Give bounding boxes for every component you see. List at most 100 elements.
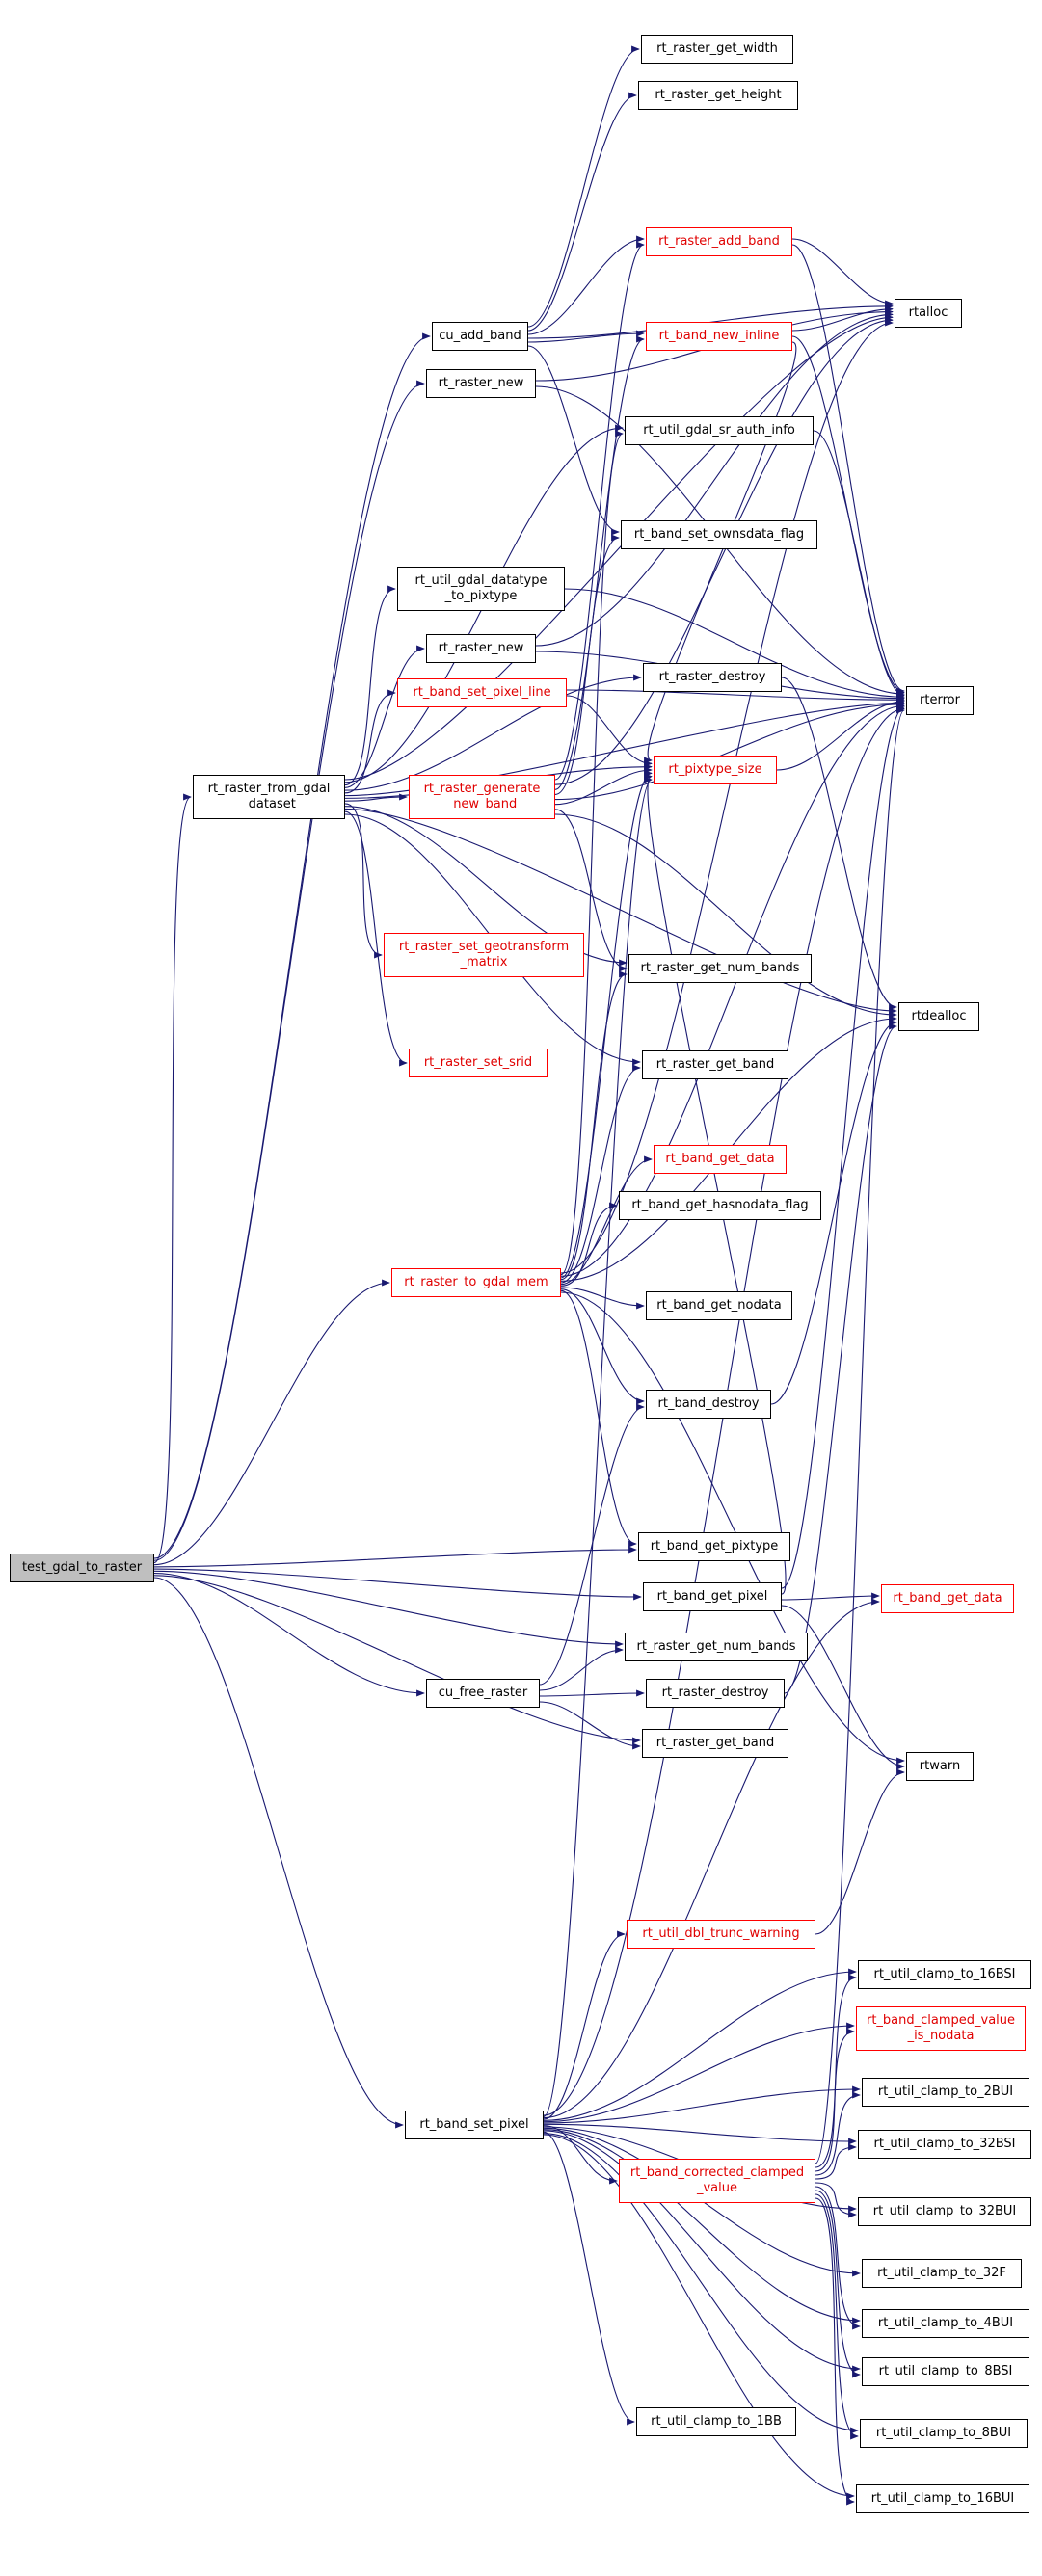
edge-rt_band_get_pixel-rt_pixtype_size bbox=[643, 773, 787, 1595]
edge-rt_raster_generate_new_band-rtalloc bbox=[554, 316, 894, 785]
node-rt_util_clamp_to_32BUI[interactable]: rt_util_clamp_to_32BUI bbox=[858, 2197, 1031, 2226]
edge-rt_band_set_pixel-rt_util_clamp_to_1BB bbox=[543, 2131, 635, 2426]
edge-rt_band_set_pixel-rt_util_clamp_to_2BUI bbox=[543, 2085, 861, 2124]
edge-rt_raster_generate_new_band-rt_pixtype_size bbox=[554, 766, 653, 806]
edge-rt_raster_generate_new_band-rtdealloc bbox=[554, 813, 897, 1019]
node-rt_band_get_pixel[interactable]: rt_band_get_pixel bbox=[643, 1582, 782, 1611]
edge-rt_raster_to_gdal_mem-rterror bbox=[560, 702, 905, 1277]
node-rt_raster_new_2[interactable]: rt_raster_new bbox=[426, 634, 536, 663]
node-rt_util_clamp_to_16BUI[interactable]: rt_util_clamp_to_16BUI bbox=[856, 2484, 1029, 2513]
edge-rt_band_corrected_clamped_value-rt_util_clamp_to_2BUI bbox=[815, 2091, 861, 2176]
node-rt_util_clamp_to_32F[interactable]: rt_util_clamp_to_32F bbox=[862, 2259, 1022, 2288]
edge-test_gdal_to_raster-rt_raster_from_gdal_dataset bbox=[153, 793, 192, 1563]
node-rt_band_get_pixtype[interactable]: rt_band_get_pixtype bbox=[638, 1532, 790, 1561]
edge-rt_band_set_pixel-rt_util_dbl_trunc_warning bbox=[543, 1930, 626, 2120]
edge-rt_band_set_pixel-rt_pixtype_size bbox=[543, 776, 653, 2117]
node-rt_raster_from_gdal_dataset[interactable]: rt_raster_from_gdal _dataset bbox=[193, 775, 345, 819]
node-rt_raster_get_band_1[interactable]: rt_raster_get_band bbox=[642, 1050, 788, 1079]
edge-rt_raster_to_gdal_mem-rtalloc bbox=[560, 319, 894, 1274]
node-cu_add_band[interactable]: cu_add_band bbox=[432, 322, 528, 351]
node-rt_band_get_data_mid[interactable]: rt_band_get_data bbox=[654, 1145, 787, 1174]
node-rt_util_dbl_trunc_warning[interactable]: rt_util_dbl_trunc_warning bbox=[627, 1920, 815, 1949]
edge-rt_raster_to_gdal_mem-rt_raster_get_band_1 bbox=[560, 1064, 641, 1284]
node-rt_raster_get_num_bands_2[interactable]: rt_raster_get_num_bands bbox=[625, 1633, 808, 1661]
edge-cu_add_band-rt_raster_add_band bbox=[527, 235, 645, 335]
node-rtwarn[interactable]: rtwarn bbox=[906, 1752, 974, 1781]
node-cu_free_raster[interactable]: cu_free_raster bbox=[426, 1679, 540, 1708]
node-rt_util_clamp_to_16BSI[interactable]: rt_util_clamp_to_16BSI bbox=[858, 1960, 1031, 1989]
edge-rt_band_set_pixel-rt_util_clamp_to_16BUI bbox=[543, 2134, 855, 2500]
edge-test_gdal_to_raster-rt_raster_get_band_2 bbox=[153, 1575, 641, 1744]
edge-rt_raster_to_gdal_mem-rt_band_destroy bbox=[560, 1288, 645, 1405]
node-rt_util_clamp_to_32BSI[interactable]: rt_util_clamp_to_32BSI bbox=[858, 2130, 1031, 2159]
edge-rt_raster_generate_new_band-rt_band_new_inline bbox=[554, 335, 645, 790]
node-rt_raster_get_width[interactable]: rt_raster_get_width bbox=[641, 35, 793, 64]
edge-rt_band_set_pixel-rt_util_clamp_to_8BUI bbox=[543, 2133, 859, 2434]
edge-rt_util_gdal_datatype_to_pixtype-rterror bbox=[564, 588, 905, 701]
edge-rt_util_gdal_sr_auth_info-rterror bbox=[813, 430, 905, 700]
edge-rt_pixtype_size-rterror bbox=[776, 698, 905, 771]
node-rt_band_set_ownsdata_flag[interactable]: rt_band_set_ownsdata_flag bbox=[621, 520, 817, 549]
node-rt_band_new_inline[interactable]: rt_band_new_inline bbox=[646, 322, 792, 351]
node-rt_band_get_hasnodata_flag[interactable]: rt_band_get_hasnodata_flag bbox=[619, 1191, 821, 1220]
node-rt_band_set_pixel_line[interactable]: rt_band_set_pixel_line bbox=[397, 678, 567, 707]
edge-cu_free_raster-rt_raster_get_band_2 bbox=[539, 1701, 641, 1750]
node-rt_raster_generate_new_band[interactable]: rt_raster_generate _new_band bbox=[409, 775, 555, 819]
edge-rt_raster_from_gdal_dataset-rtdealloc bbox=[344, 808, 897, 1015]
node-rt_band_get_nodata[interactable]: rt_band_get_nodata bbox=[646, 1291, 792, 1320]
edge-rt_raster_destroy_1-rtdealloc bbox=[781, 677, 897, 1011]
edge-rt_band_corrected_clamped_value-rt_util_clamp_to_16BSI bbox=[815, 1974, 857, 2168]
node-rt_util_clamp_to_4BUI[interactable]: rt_util_clamp_to_4BUI bbox=[862, 2309, 1029, 2338]
node-rtdealloc[interactable]: rtdealloc bbox=[898, 1002, 979, 1031]
node-rt_raster_to_gdal_mem[interactable]: rt_raster_to_gdal_mem bbox=[391, 1268, 561, 1297]
node-rt_util_clamp_to_8BUI[interactable]: rt_util_clamp_to_8BUI bbox=[860, 2419, 1028, 2448]
edge-cu_add_band-rt_raster_get_height bbox=[527, 92, 637, 332]
edge-rt_band_set_pixel-rt_band_get_data_right bbox=[543, 1598, 880, 2119]
edge-rt_raster_generate_new_band-rt_band_set_ownsdata_flag bbox=[554, 534, 620, 795]
node-rt_util_clamp_to_8BSI[interactable]: rt_util_clamp_to_8BSI bbox=[862, 2357, 1029, 2386]
node-rterror[interactable]: rterror bbox=[906, 686, 974, 715]
edge-rt_raster_to_gdal_mem-rt_band_get_hasnodata_flag bbox=[560, 1202, 618, 1287]
node-rt_raster_get_num_bands_1[interactable]: rt_raster_get_num_bands bbox=[628, 954, 812, 983]
node-rt_util_gdal_datatype_to_pixtype[interactable]: rt_util_gdal_datatype _to_pixtype bbox=[397, 567, 565, 611]
edge-rt_raster_from_gdal_dataset-rt_raster_new_2 bbox=[344, 645, 425, 788]
node-rt_raster_get_band_2[interactable]: rt_raster_get_band bbox=[642, 1729, 788, 1758]
edge-rt_raster_from_gdal_dataset-rt_raster_set_srid bbox=[344, 810, 408, 1067]
edge-test_gdal_to_raster-rt_raster_to_gdal_mem bbox=[153, 1279, 390, 1566]
edge-test_gdal_to_raster-cu_free_raster bbox=[153, 1573, 425, 1697]
node-rt_raster_destroy_2[interactable]: rt_raster_destroy bbox=[646, 1679, 785, 1708]
node-rt_band_corrected_clamped_value[interactable]: rt_band_corrected_clamped _value bbox=[619, 2159, 815, 2203]
edge-rt_band_corrected_clamped_value-rt_util_clamp_to_8BUI bbox=[815, 2193, 859, 2440]
node-rt_band_clamped_value_is_nodata[interactable]: rt_band_clamped_value _is_nodata bbox=[856, 2006, 1026, 2051]
edge-rt_band_corrected_clamped_value-rt_util_clamp_to_16BUI bbox=[815, 2197, 855, 2506]
node-rt_util_gdal_sr_auth_info[interactable]: rt_util_gdal_sr_auth_info bbox=[625, 416, 814, 445]
node-rt_raster_set_srid[interactable]: rt_raster_set_srid bbox=[409, 1049, 548, 1077]
edge-rt_band_set_pixel_line-rterror bbox=[566, 689, 905, 704]
edge-rt_band_set_pixel-rt_band_corrected_clamped_value bbox=[543, 2125, 618, 2185]
node-rt_band_set_pixel[interactable]: rt_band_set_pixel bbox=[405, 2111, 544, 2139]
edge-rt_band_corrected_clamped_value-rt_util_clamp_to_8BSI bbox=[815, 2190, 861, 2378]
edge-rt_raster_to_gdal_mem-rt_band_get_pixtype bbox=[560, 1289, 637, 1548]
edge-rt_band_set_pixel-rt_util_clamp_to_32BSI bbox=[543, 2123, 857, 2145]
node-rt_raster_get_height[interactable]: rt_raster_get_height bbox=[638, 81, 798, 110]
node-rtalloc[interactable]: rtalloc bbox=[895, 299, 962, 328]
node-test_gdal_to_raster: test_gdal_to_raster bbox=[10, 1554, 154, 1582]
node-rt_raster_add_band[interactable]: rt_raster_add_band bbox=[646, 227, 792, 256]
node-rt_raster_new_1[interactable]: rt_raster_new bbox=[426, 369, 536, 398]
node-rt_util_clamp_to_2BUI[interactable]: rt_util_clamp_to_2BUI bbox=[862, 2078, 1029, 2107]
node-rt_raster_set_geotransform_matrix[interactable]: rt_raster_set_geotransform _matrix bbox=[384, 933, 584, 977]
edge-rt_raster_to_gdal_mem-rt_raster_get_num_bands_1 bbox=[560, 970, 628, 1281]
node-rt_band_destroy[interactable]: rt_band_destroy bbox=[646, 1390, 771, 1419]
node-rt_raster_destroy_1[interactable]: rt_raster_destroy bbox=[643, 663, 782, 692]
edge-rt_raster_from_gdal_dataset-rt_raster_destroy_1 bbox=[344, 674, 642, 791]
node-rt_util_clamp_to_1BB[interactable]: rt_util_clamp_to_1BB bbox=[636, 2407, 796, 2436]
node-rt_pixtype_size[interactable]: rt_pixtype_size bbox=[654, 756, 777, 784]
edge-test_gdal_to_raster-rt_raster_new_1 bbox=[153, 380, 425, 1561]
edge-test_gdal_to_raster-rt_band_get_pixel bbox=[153, 1568, 642, 1601]
edge-test_gdal_to_raster-rt_band_set_pixel bbox=[153, 1577, 404, 2129]
edge-rt_raster_generate_new_band-rterror bbox=[554, 701, 905, 801]
edge-cu_add_band-rt_raster_get_width bbox=[527, 45, 640, 328]
node-rt_band_get_data_right[interactable]: rt_band_get_data bbox=[881, 1584, 1014, 1613]
